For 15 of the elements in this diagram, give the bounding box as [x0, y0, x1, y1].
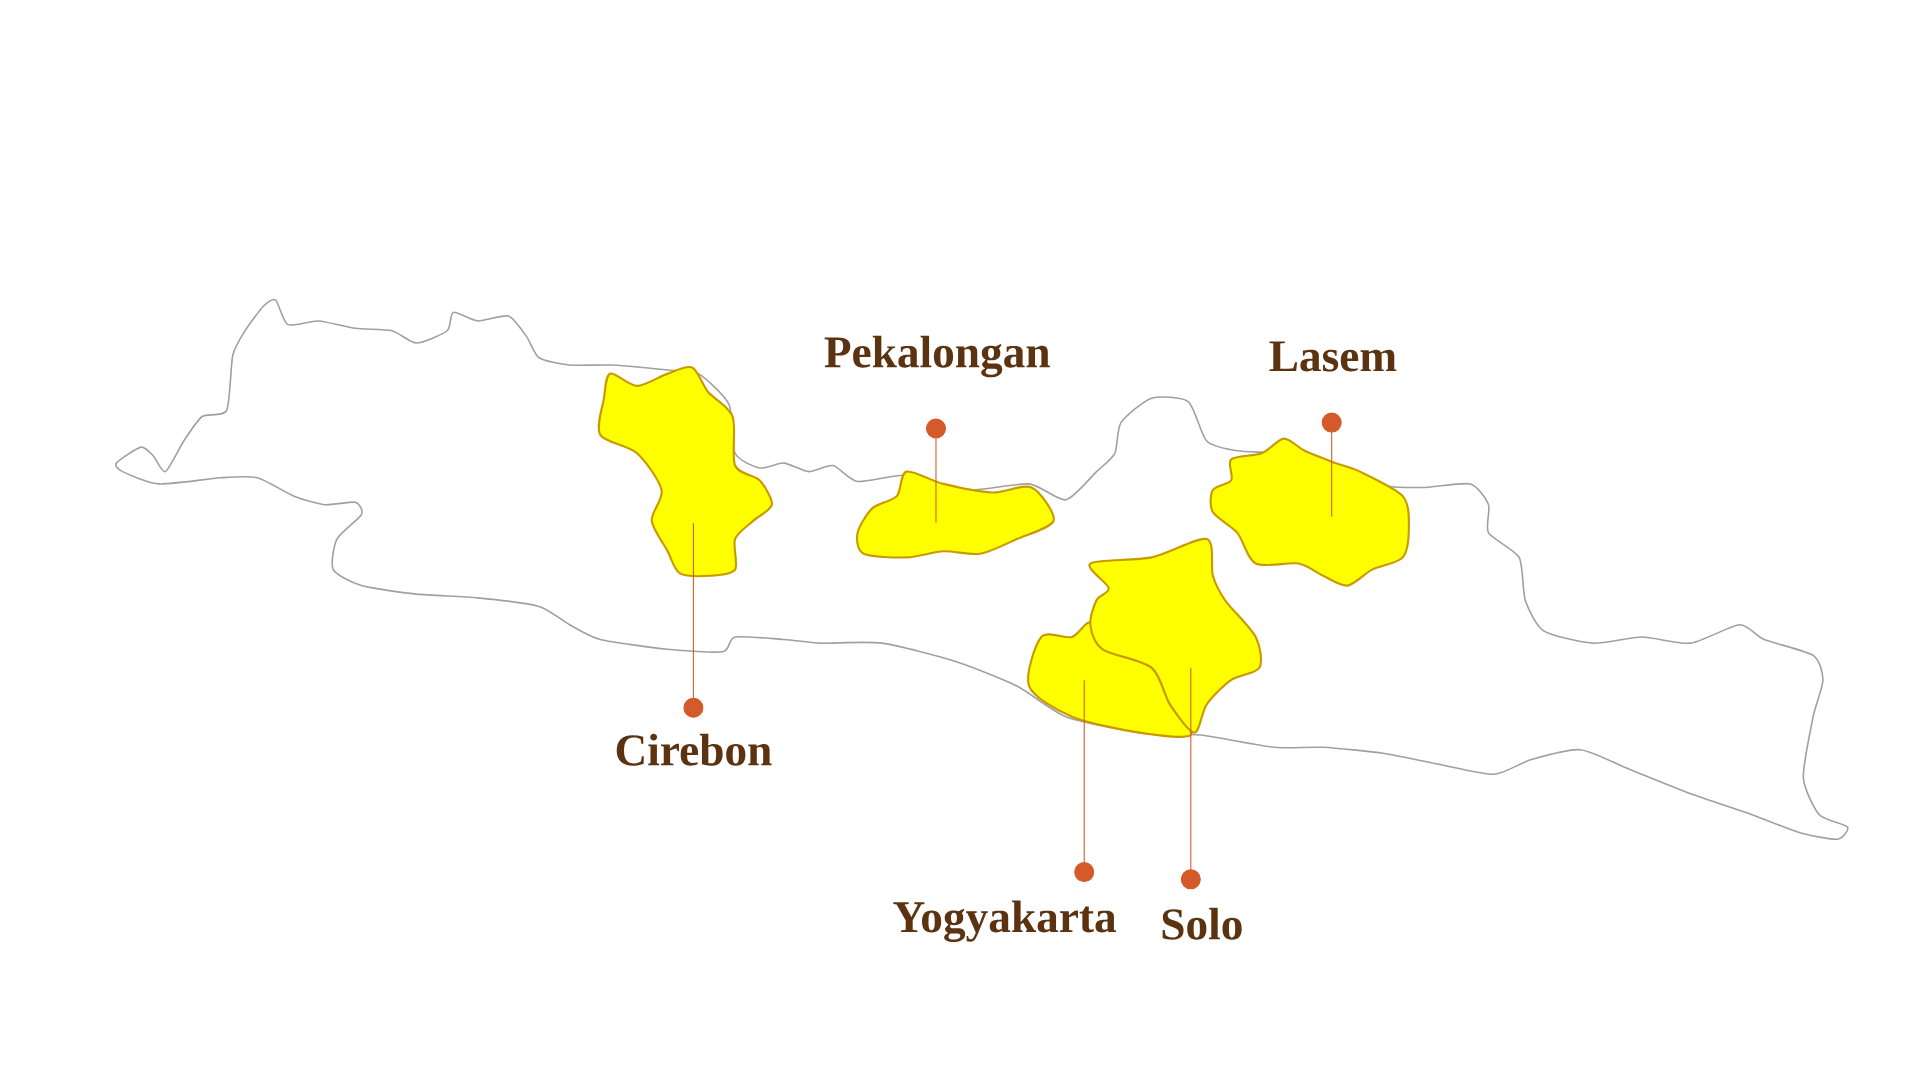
leader-line — [926, 418, 946, 524]
place-label: Cirebon — [616, 733, 772, 766]
place-label: Lasem — [1269, 341, 1397, 372]
leader-line — [1074, 679, 1095, 883]
place-label: Pekalongan — [824, 335, 1050, 378]
leader-line — [1321, 412, 1342, 518]
region — [1088, 537, 1263, 734]
region — [1209, 437, 1410, 587]
leader-line — [683, 522, 704, 718]
place-label: Yogyakarta — [893, 900, 1116, 942]
leader-line — [1180, 667, 1201, 890]
region — [1027, 621, 1193, 738]
place-label: Solo — [1162, 907, 1242, 940]
region — [856, 470, 1055, 559]
region — [597, 365, 773, 578]
